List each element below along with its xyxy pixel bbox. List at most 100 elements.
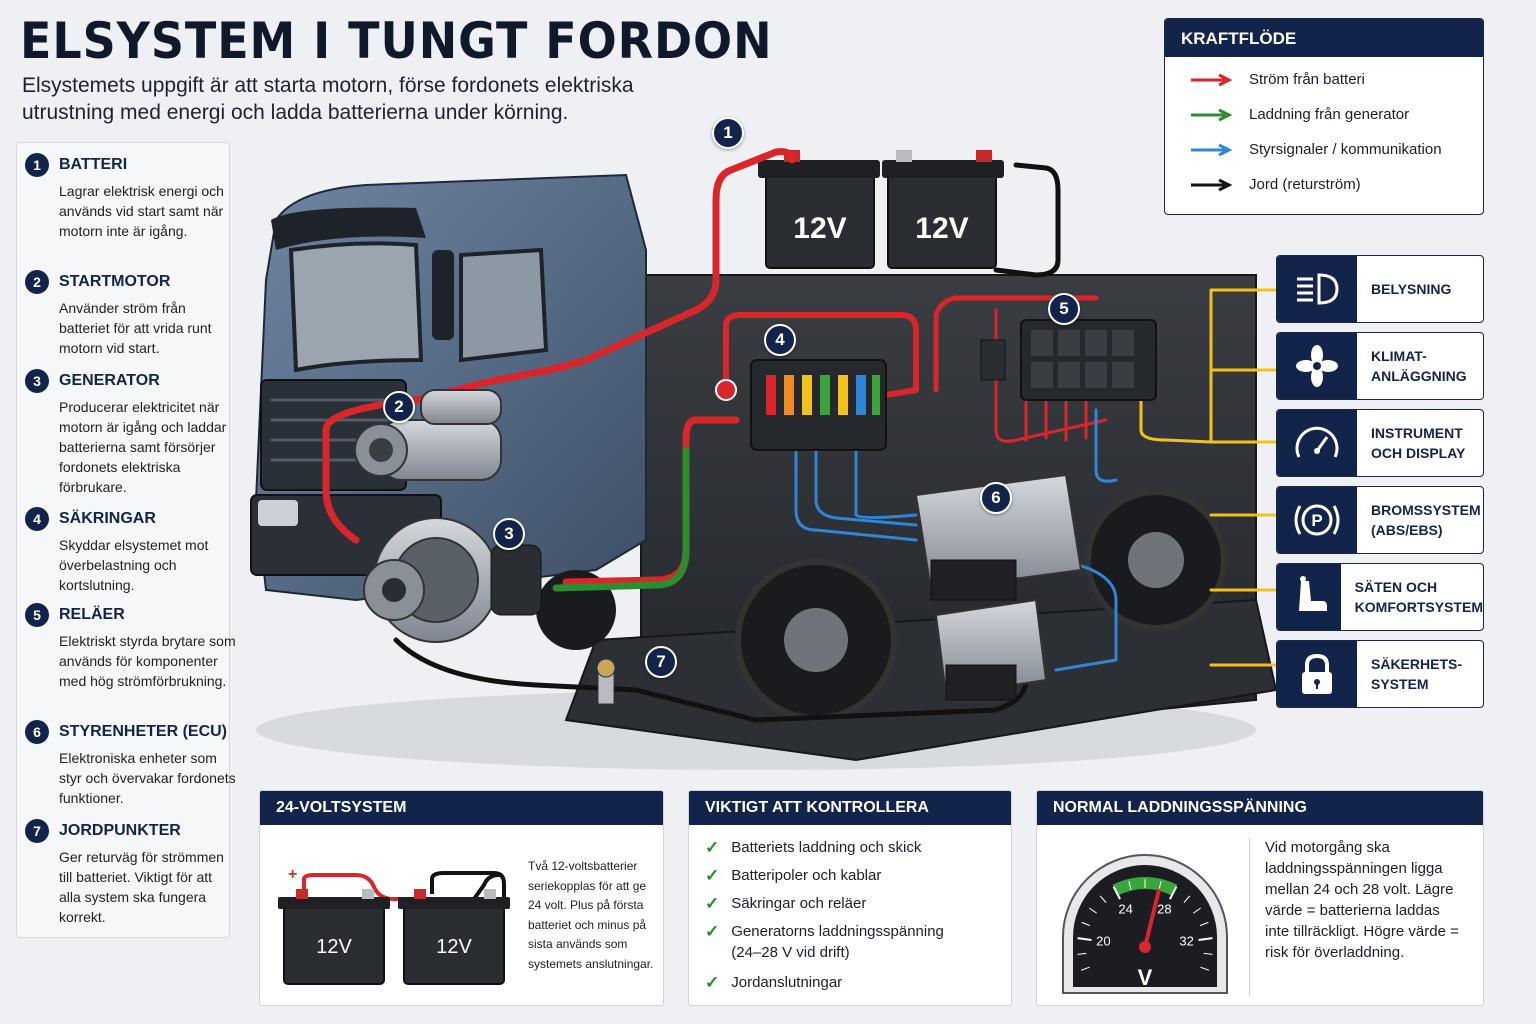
callout-ground: 7 <box>645 646 677 678</box>
component-battery: 1 BATTERI Lagrar elektrisk energi och anv… <box>25 153 237 241</box>
wire-ecu-signal-2 <box>814 448 918 527</box>
number-badge: 5 <box>25 603 49 627</box>
check-text: Jordanslutningar <box>731 974 843 991</box>
check-item: ✓ Batteriets laddning och skick <box>705 837 921 858</box>
volt-system-box: 24-VOLTSYSTEM + + 12V 12V Två 12-voltsba… <box>259 790 664 1006</box>
number-badge: 7 <box>25 819 49 843</box>
components-panel: 1 BATTERI Lagrar elektrisk energi och anv… <box>16 142 236 938</box>
component-name: RELÄER <box>59 606 125 623</box>
consumer-instrument: INSTRUMENT OCH DISPLAY <box>1276 409 1484 477</box>
svg-text:+: + <box>288 866 297 883</box>
checkmark-icon: ✓ <box>705 866 720 885</box>
consumer-label: SÄTEN OCH KOMFORTSYSTEM <box>1354 579 1483 615</box>
wire-to-relay <box>933 295 1099 393</box>
check-text: Batteriets laddning och skick <box>731 839 922 856</box>
consumer-label: BELYSNING <box>1371 281 1452 297</box>
green-arrow-icon <box>1191 108 1233 121</box>
checkmark-icon: ✓ <box>705 838 720 857</box>
charging-voltage-text: Vid motorgång ska laddningsspänningen li… <box>1265 839 1459 961</box>
check-item: ✓ Jordanslutningar <box>705 972 842 993</box>
legend-label: Jord (returström) <box>1249 176 1361 193</box>
component-description: Producerar elektricitet när motorn är ig… <box>59 399 227 495</box>
red-arrow-icon <box>1191 73 1233 86</box>
wire-ecu-signal-3 <box>854 448 918 519</box>
sun-visor <box>271 207 426 250</box>
component-name: STYRENHETER (ECU) <box>59 723 228 740</box>
legend-item: Styrsignaler / kommunikation <box>1189 141 1442 158</box>
consumer-label: BROMSSYSTEM (ABS/EBS) <box>1371 502 1481 538</box>
page-subtitle: Elsystemets uppgift är att starta motorn… <box>22 74 634 124</box>
component-name: GENERATOR <box>59 372 160 389</box>
component-name: BATTERI <box>59 156 128 173</box>
number-badge: 1 <box>25 153 49 177</box>
battery-voltage-label: 12V <box>915 212 968 245</box>
power-flow-legend: KRAFTFLÖDE Ström från batteri Laddning f… <box>1164 18 1484 215</box>
charging-voltage-box: NORMAL LADDNINGSSPÄNNING 20 24 28 32 V V… <box>1036 790 1484 1006</box>
check-item: ✓Säkringar och reläer <box>705 893 866 914</box>
wire-generator-charge <box>552 446 690 592</box>
side-window <box>459 247 549 363</box>
side-mirror <box>432 250 454 340</box>
black-arrow-icon <box>1191 178 1233 191</box>
wire-battery-positive <box>322 148 796 544</box>
number-badge: 4 <box>25 507 49 531</box>
fan-icon <box>1296 345 1338 387</box>
component-name: JORDPUNKTER <box>59 822 181 839</box>
component-relays: 5 RELÄER Elektriskt styrda brytare som an… <box>25 603 237 691</box>
number-badge: 3 <box>25 369 49 393</box>
starter-motor <box>354 389 502 481</box>
battery-voltage-label: 12V <box>793 212 846 245</box>
legend-label: Laddning från generator <box>1249 106 1410 123</box>
legend-label: Ström från batteri <box>1249 71 1365 88</box>
legend-item: Jord (returström) <box>1189 176 1361 193</box>
check-text: Säkringar och reläer <box>731 895 867 912</box>
seat-icon <box>1298 576 1327 611</box>
callout-starter: 2 <box>383 391 415 423</box>
lock-icon <box>1302 653 1332 694</box>
check-item: ✓ Generatorns laddningsspänning (24–28 V … <box>705 921 975 963</box>
ecu-unit-secondary <box>934 598 1048 701</box>
checklist-box: VIKTIGT ATT KONTROLLERA ✓Batteriets ladd… <box>688 790 1012 1006</box>
wire-ground-floor <box>393 637 1029 723</box>
box-title: 24-VOLTSYSTEM <box>260 791 663 825</box>
gauge-tick-label: 28 <box>1157 902 1171 917</box>
svg-text:P: P <box>1311 511 1322 530</box>
gauge-tick-label: 32 <box>1179 934 1193 949</box>
check-text: Generatorns laddningsspänning (24–28 V v… <box>731 923 944 961</box>
callout-relays: 5 <box>1048 293 1080 325</box>
alternator <box>363 517 542 643</box>
component-description: Elektriskt styrda brytare som används fö… <box>59 633 236 689</box>
consumer-lighting: BELYSNING <box>1276 255 1484 323</box>
gauge-tick-label: 24 <box>1118 902 1132 917</box>
component-description: Lagrar elektrisk energi och används vid … <box>59 183 224 239</box>
battery-voltage-label: 12V <box>436 936 472 958</box>
ground-point <box>596 658 616 705</box>
consumer-seats: SÄTEN OCH KOMFORTSYSTEM <box>1276 563 1484 631</box>
box-title: NORMAL LADDNINGSSPÄNNING <box>1037 791 1483 825</box>
component-description: Skyddar elsystemet mot överbelastning oc… <box>59 537 209 593</box>
relay-box <box>980 319 1157 401</box>
wire-ecu-signal-1 <box>794 448 918 542</box>
checkmark-icon: ✓ <box>705 922 720 941</box>
parking-brake-icon: P <box>1294 504 1340 536</box>
voltage-gauge: 20 24 28 32 V <box>1062 854 1228 994</box>
ecu-unit <box>914 473 1083 601</box>
blue-arrow-icon <box>1191 143 1233 156</box>
number-badge: 6 <box>25 720 49 744</box>
check-item: ✓Batteripoler och kablar <box>705 865 881 886</box>
battery-pack: 12V 12V <box>758 150 1004 269</box>
component-name: STARTMOTOR <box>59 273 171 290</box>
legend-title: KRAFTFLÖDE <box>1165 19 1483 57</box>
callout-fuses: 4 <box>764 324 796 356</box>
gauge-unit: V <box>1138 965 1153 990</box>
series-battery-diagram: + + 12V 12V <box>278 866 510 985</box>
rear-hub <box>1128 532 1184 588</box>
windshield <box>288 241 424 373</box>
checkmark-icon: ✓ <box>705 973 720 992</box>
fuse-box <box>715 359 887 451</box>
callout-battery: 1 <box>712 117 744 149</box>
